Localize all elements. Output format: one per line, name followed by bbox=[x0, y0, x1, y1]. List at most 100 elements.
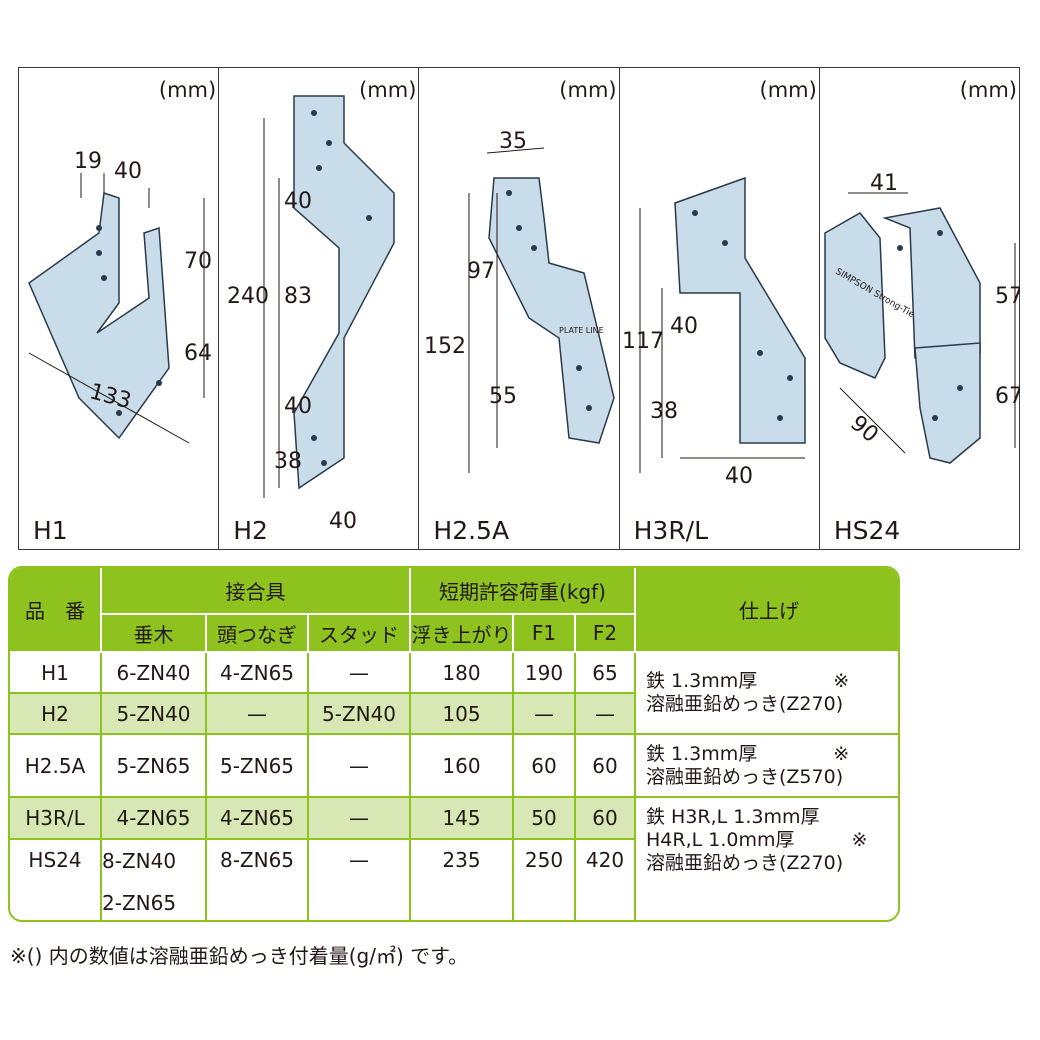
finish-line: 溶融亜鉛めっき(Z270) bbox=[646, 693, 844, 715]
finish-line: 溶融亜鉛めっき(Z570) bbox=[646, 765, 844, 788]
cell-rafter: 5-ZN65 bbox=[102, 735, 207, 798]
svg-text:19: 19 bbox=[74, 149, 102, 174]
h2-diagram: 40 240 83 40 38 40 bbox=[227, 95, 395, 534]
cell-head: — bbox=[207, 694, 309, 735]
cell-item: HS24 bbox=[10, 840, 102, 920]
svg-text:67: 67 bbox=[995, 384, 1020, 409]
svg-text:83: 83 bbox=[284, 284, 312, 309]
svg-text:PLATE LINE: PLATE LINE bbox=[559, 326, 604, 335]
cell-head: 4-ZN65 bbox=[207, 653, 309, 694]
cell-rafter: 8-ZN40 2-ZN65 bbox=[102, 840, 207, 920]
product-label: H1 bbox=[33, 516, 68, 545]
svg-text:90: 90 bbox=[845, 411, 883, 448]
finish-line: 鉄 1.3mm厚 ※ bbox=[646, 742, 850, 765]
cell-f2: 420 bbox=[576, 840, 636, 920]
svg-text:40: 40 bbox=[114, 159, 142, 184]
finish-line: 溶融亜鉛めっき(Z270) bbox=[646, 852, 844, 874]
svg-text:40: 40 bbox=[284, 394, 312, 419]
svg-text:38: 38 bbox=[274, 449, 302, 474]
header-f1: F1 bbox=[514, 615, 576, 653]
svg-text:40: 40 bbox=[329, 509, 357, 534]
cell-f1: 60 bbox=[514, 735, 576, 798]
svg-text:70: 70 bbox=[184, 249, 212, 274]
unit-label: (mm) bbox=[959, 78, 1018, 102]
cell-rafter: 5-ZN40 bbox=[102, 694, 207, 735]
svg-text:40: 40 bbox=[725, 464, 753, 489]
finish-line: H4R,L 1.0mm厚 ※ bbox=[646, 829, 868, 851]
svg-text:41: 41 bbox=[870, 171, 898, 196]
svg-text:97: 97 bbox=[467, 259, 495, 284]
product-label: H3R/L bbox=[633, 516, 709, 545]
cell-stud: — bbox=[309, 735, 411, 798]
svg-text:40: 40 bbox=[284, 189, 312, 214]
header-rafter: 垂木 bbox=[102, 615, 207, 653]
cell-head: 8-ZN65 bbox=[207, 840, 309, 920]
unit-label: (mm) bbox=[759, 78, 817, 102]
header-uplift: 浮き上がり bbox=[411, 615, 514, 653]
unit-label: (mm) bbox=[359, 78, 417, 102]
svg-text:40: 40 bbox=[670, 314, 698, 339]
cell-value: 8-ZN40 bbox=[102, 849, 177, 873]
finish-line: 鉄 H3R,L 1.3mm厚 bbox=[646, 806, 820, 828]
unit-label: (mm) bbox=[158, 78, 217, 102]
cell-uplift: 180 bbox=[411, 653, 514, 694]
svg-text:55: 55 bbox=[489, 384, 517, 409]
svg-text:57: 57 bbox=[995, 284, 1020, 309]
header-item: 品 番 bbox=[10, 568, 102, 653]
cell-item: H3R/L bbox=[10, 798, 102, 840]
cell-uplift: 235 bbox=[411, 840, 514, 920]
svg-text:152: 152 bbox=[424, 334, 466, 359]
svg-text:35: 35 bbox=[499, 129, 527, 154]
cell-rafter: 4-ZN65 bbox=[102, 798, 207, 840]
cell-uplift: 145 bbox=[411, 798, 514, 840]
finish-cell: 鉄 1.3mm厚 ※溶融亜鉛めっき(Z270) bbox=[636, 653, 898, 735]
product-label: HS24 bbox=[833, 516, 901, 545]
product-label: H2 bbox=[233, 516, 268, 545]
cell-f1: — bbox=[514, 694, 576, 735]
cell-stud: 5-ZN40 bbox=[309, 694, 411, 735]
svg-text:240: 240 bbox=[227, 284, 269, 309]
cell-f2: 60 bbox=[576, 735, 636, 798]
cell-f1: 190 bbox=[514, 653, 576, 694]
svg-text:38: 38 bbox=[650, 399, 678, 424]
cell-uplift: 160 bbox=[411, 735, 514, 798]
product-label: H2.5A bbox=[433, 516, 510, 545]
cell-value: 2-ZN65 bbox=[102, 891, 177, 915]
header-fastener: 接合具 bbox=[102, 568, 411, 615]
panel-h25a: (mm) 35 97 152 55 PLATE LINE H2.5A bbox=[419, 68, 620, 549]
cell-f2: 65 bbox=[576, 653, 636, 694]
header-stud: スタッド bbox=[309, 615, 411, 653]
footnote: ※() 内の数値は溶融亜鉛めっき付着量(g/㎡) です。 bbox=[10, 944, 469, 968]
panel-h2: (mm) 40 240 83 40 38 40 H2 bbox=[219, 68, 420, 549]
finish-line: 鉄 1.3mm厚 ※ bbox=[646, 670, 850, 692]
cell-f2: — bbox=[576, 694, 636, 735]
cell-item: H2.5A bbox=[10, 735, 102, 798]
header-f2: F2 bbox=[576, 615, 636, 653]
spec-table: 品 番 接合具 短期許容荷重(kgf) 仕上げ 垂木 頭つなぎ スタッド 浮き上… bbox=[8, 566, 900, 922]
cell-head: 4-ZN65 bbox=[207, 798, 309, 840]
header-finish: 仕上げ bbox=[636, 568, 898, 653]
header-head: 頭つなぎ bbox=[207, 615, 309, 653]
cell-stud: — bbox=[309, 798, 411, 840]
unit-label: (mm) bbox=[559, 78, 617, 102]
finish-cell: 鉄 1.3mm厚 ※溶融亜鉛めっき(Z570) bbox=[636, 735, 898, 798]
header-load: 短期許容荷重(kgf) bbox=[411, 568, 636, 615]
svg-text:64: 64 bbox=[184, 341, 212, 366]
cell-f2: 60 bbox=[576, 798, 636, 840]
cell-uplift: 105 bbox=[411, 694, 514, 735]
svg-text:117: 117 bbox=[622, 329, 664, 354]
cell-rafter: 6-ZN40 bbox=[102, 653, 207, 694]
h25a-diagram: 35 97 152 55 PLATE LINE bbox=[424, 129, 616, 473]
cell-f1: 50 bbox=[514, 798, 576, 840]
cell-item: H1 bbox=[10, 653, 102, 694]
cell-f1: 250 bbox=[514, 840, 576, 920]
cell-stud: — bbox=[309, 653, 411, 694]
